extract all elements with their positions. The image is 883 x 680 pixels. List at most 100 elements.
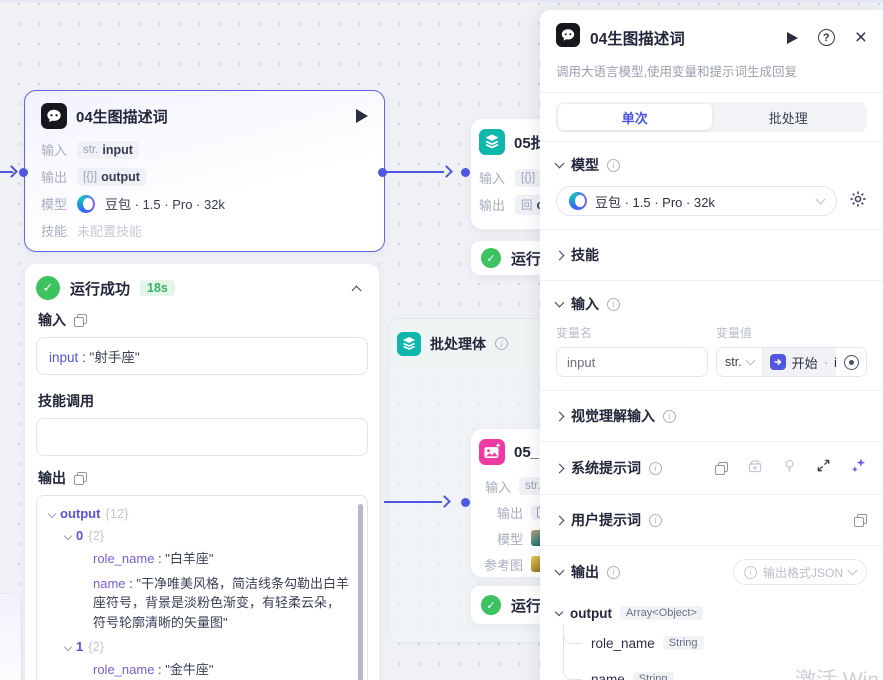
- json-row-index1[interactable]: 1 {2}: [49, 637, 349, 659]
- type-badge: String: [632, 672, 674, 680]
- column-variable-name: 变量名: [556, 326, 593, 340]
- node04-title: 04生图描述词: [76, 108, 168, 126]
- info-icon: [649, 513, 662, 527]
- collapse-chevron-up-icon[interactable]: [351, 285, 362, 295]
- chevron-down-icon[interactable]: [554, 158, 565, 169]
- windows-activation-watermark: 激活 Win: [795, 664, 879, 680]
- section-model: 模型 豆包 · 1.5 · Pro · 32k: [540, 142, 883, 229]
- tab-single[interactable]: 单次: [558, 104, 712, 130]
- run-status-text: 运行成功: [70, 280, 131, 298]
- model-selector[interactable]: 豆包 · 1.5 · Pro · 32k: [556, 186, 837, 216]
- llm-chat-bubble-icon: [556, 23, 580, 52]
- batch-body-title: 批处理体: [430, 335, 486, 352]
- runner-input-box: input : "射手座": [36, 337, 368, 375]
- edge-node04-to-node05: [386, 171, 444, 173]
- batch-layers-icon: [397, 331, 421, 356]
- node04-input-port[interactable]: [19, 168, 28, 177]
- info-icon: [649, 461, 662, 475]
- runner-skill-label: 技能调用: [38, 393, 94, 409]
- reference-picker-button[interactable]: [836, 348, 866, 376]
- json-kv-role-name: role_name : "金牛座": [93, 662, 214, 677]
- chevron-down-icon[interactable]: [47, 509, 57, 519]
- input-variable-chip: str. input: [77, 140, 139, 159]
- success-check-icon: ✓: [481, 595, 501, 615]
- mode-tabbar: 单次 批处理: [556, 102, 867, 132]
- info-icon: [607, 297, 620, 311]
- tab-batch[interactable]: 批处理: [768, 110, 808, 126]
- type-select[interactable]: str.: [717, 348, 763, 376]
- runner-input-label: 输入: [38, 312, 66, 328]
- json-kv-name: name : "干净唯美风格，简洁线条勾勒出白羊座符号，背景是淡粉色渐变，有轻柔…: [93, 575, 349, 630]
- chevron-right-icon[interactable]: [554, 250, 565, 260]
- variable-reference-chip[interactable]: 开始 · input: [762, 348, 866, 376]
- lightbulb-icon[interactable]: [782, 458, 797, 478]
- chevron-right-icon[interactable]: [554, 411, 565, 421]
- runner-output-box[interactable]: output {12} 0 {2} role_name : "白羊座" name…: [36, 495, 368, 680]
- output-variable-chip: [{}] output: [77, 167, 146, 186]
- copy-icon[interactable]: [74, 313, 87, 327]
- node-04-llm[interactable]: 04生图描述词 输入 str. input 输出 [{}] output 模型 …: [24, 90, 385, 252]
- info-icon: [743, 565, 757, 579]
- chevron-down-icon[interactable]: [63, 531, 73, 541]
- node05b-title: 05_: [514, 443, 540, 461]
- partial-card: [0, 593, 22, 680]
- batch-body-header[interactable]: 批处理体: [389, 319, 544, 368]
- help-icon[interactable]: ?: [817, 29, 835, 46]
- divider: [540, 390, 883, 391]
- expand-icon[interactable]: [816, 458, 831, 478]
- divider: [540, 280, 883, 281]
- edge-into-node04: [0, 171, 13, 173]
- runner-skill-box: [36, 418, 368, 456]
- type-badge: Array<Object>: [619, 606, 703, 620]
- runner-output-label: 输出: [38, 470, 66, 486]
- node05b-input-port[interactable]: [461, 498, 470, 507]
- panel-title: 04生图描述词: [590, 30, 685, 48]
- scrollbar-thumb[interactable]: [358, 504, 363, 680]
- section-input: 输入 变量名 变量值 input str. 开始 · input: [540, 281, 883, 390]
- chevron-right-icon[interactable]: [554, 463, 565, 473]
- target-icon: [843, 354, 859, 370]
- batch-layers-icon: [479, 129, 505, 155]
- input-key: input: [49, 350, 79, 365]
- variable-name-input[interactable]: input: [556, 347, 708, 377]
- copy-icon[interactable]: [74, 471, 87, 485]
- divider: [540, 441, 883, 442]
- info-icon: [607, 565, 620, 579]
- input-row-label: 输入: [41, 143, 68, 158]
- type-badge: String: [662, 636, 704, 650]
- doubao-model-icon: [569, 192, 587, 210]
- chevron-down-icon[interactable]: [554, 565, 565, 576]
- prompt-library-icon[interactable]: [747, 458, 763, 479]
- copy-icon[interactable]: [715, 461, 728, 475]
- copy-icon[interactable]: [854, 513, 867, 527]
- input-value: "射手座": [89, 350, 140, 365]
- output-schema-tree: output Array<Object> role_name String na…: [554, 601, 867, 680]
- json-row-output[interactable]: output {12}: [47, 504, 349, 526]
- column-variable-value: 变量值: [716, 326, 753, 340]
- section-output: 输出 输出格式JSON output Array<Object> role_na…: [540, 546, 883, 680]
- ai-optimize-sparkle-icon[interactable]: [850, 457, 867, 479]
- info-icon: [663, 409, 676, 423]
- node05-input-port[interactable]: [461, 168, 470, 177]
- section-user-prompt: 用户提示词: [540, 495, 883, 545]
- node-run-play-button[interactable]: [356, 109, 368, 123]
- chevron-down-icon[interactable]: [554, 607, 564, 616]
- divider: [540, 545, 883, 546]
- test-run-play-button[interactable]: [786, 31, 798, 44]
- divider: [540, 141, 883, 142]
- run-result-panel: ✓ 运行成功 18s 输入 input : "射手座" 技能调用 输出 outp…: [24, 263, 380, 680]
- chevron-down-icon[interactable]: [63, 642, 73, 652]
- node04-output-port[interactable]: [378, 168, 387, 177]
- json-row-index0[interactable]: 0 {2}: [49, 526, 349, 548]
- close-icon[interactable]: ×: [854, 26, 867, 49]
- chevron-down-icon[interactable]: [554, 297, 565, 308]
- skill-empty-text: 未配置技能: [77, 224, 143, 239]
- chevron-down-icon: [745, 355, 756, 366]
- success-check-icon: ✓: [36, 276, 60, 300]
- chevron-down-icon: [815, 194, 826, 205]
- doubao-model-icon: [77, 194, 96, 213]
- model-settings-gear-icon[interactable]: [849, 190, 867, 213]
- chevron-right-icon[interactable]: [554, 515, 565, 525]
- tree-row-output[interactable]: output Array<Object>: [554, 601, 867, 625]
- output-format-select[interactable]: 输出格式JSON: [732, 559, 867, 585]
